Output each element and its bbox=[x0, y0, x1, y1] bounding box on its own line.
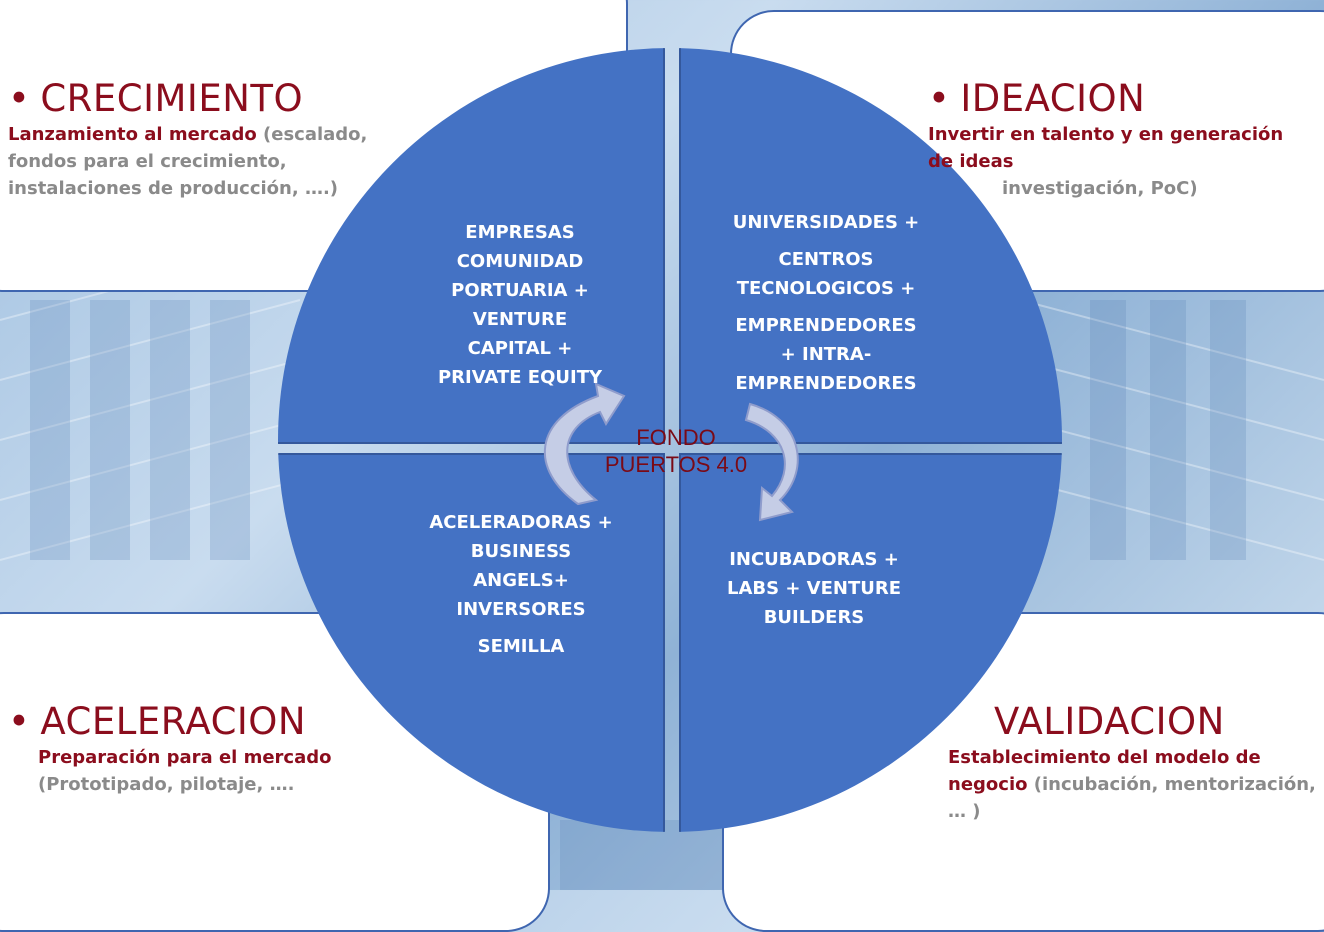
quadrant-line: COMUNIDAD bbox=[456, 251, 584, 272]
quadrant-line: CAPITAL + bbox=[467, 338, 573, 359]
port-background-image bbox=[30, 300, 1246, 890]
quadrant-line: ANGELS+ bbox=[473, 570, 569, 591]
quadrant-line: EMPRENDEDORES bbox=[735, 373, 917, 394]
aceleracion-detail: (Prototipado, pilotaje, …. bbox=[38, 774, 295, 795]
center-fund-label: FONDO PUERTOS 4.0 bbox=[566, 424, 786, 478]
quadrant-line: SEMILLA bbox=[477, 636, 565, 657]
validacion-title: VALIDACION bbox=[994, 700, 1225, 743]
quadrant-top-right-text: UNIVERSIDADES + CENTROS TECNOLOGICOS + E… bbox=[676, 208, 976, 398]
ideacion-title: IDEACION bbox=[960, 77, 1146, 120]
crecimiento-text: •CRECIMIENTO Lanzamiento al mercado (esc… bbox=[8, 77, 368, 199]
quadrant-line: EMPRENDEDORES bbox=[735, 315, 917, 336]
quadrant-line: INCUBADORAS + bbox=[729, 549, 899, 570]
validacion-text: VALIDACION Establecimiento del modelo de… bbox=[948, 700, 1318, 825]
validacion-lead: Establecimiento del modelo de negocio bbox=[948, 747, 1261, 795]
crecimiento-title: CRECIMIENTO bbox=[40, 77, 304, 120]
quadrant-line: UNIVERSIDADES + bbox=[732, 212, 920, 233]
quadrant-line: PRIVATE EQUITY bbox=[437, 367, 603, 388]
quadrant-line: EMPRESAS bbox=[465, 222, 575, 243]
quadrant-line: ACELERADORAS + bbox=[429, 512, 613, 533]
quadrant-line: + INTRA- bbox=[780, 344, 872, 365]
quadrant-line: CENTROS bbox=[778, 249, 874, 270]
quadrant-line: BUILDERS bbox=[763, 607, 865, 628]
quadrant-bottom-right-text: INCUBADORAS + LABS + VENTURE BUILDERS bbox=[684, 545, 944, 632]
quadrant-line: INVERSORES bbox=[456, 599, 586, 620]
ideacion-text: •IDEACION Invertir en talento y en gener… bbox=[928, 77, 1308, 202]
center-line-1: FONDO bbox=[636, 425, 716, 450]
quadrant-line: PORTUARIA + bbox=[451, 280, 589, 301]
crecimiento-lead: Lanzamiento al mercado bbox=[8, 124, 257, 145]
quadrant-bottom-left-text: ACELERADORAS + BUSINESS ANGELS+ INVERSOR… bbox=[398, 508, 644, 661]
cycle-arrow-left bbox=[543, 382, 626, 506]
aceleracion-title: ACELERACION bbox=[40, 700, 307, 743]
quadrant-line: TECNOLOGICOS + bbox=[736, 278, 916, 299]
quadrant-line: LABS + VENTURE bbox=[726, 578, 902, 599]
cycle-wheel bbox=[278, 48, 1062, 832]
validacion-detail: (incubación, mentorización, … ) bbox=[948, 774, 1316, 822]
quadrant-line: BUSINESS bbox=[470, 541, 572, 562]
ideacion-detail: investigación, PoC) bbox=[1002, 178, 1198, 199]
center-line-2: PUERTOS 4.0 bbox=[604, 452, 748, 477]
cycle-arrow-right bbox=[744, 402, 799, 522]
aceleracion-lead: Preparación para el mercado bbox=[38, 747, 332, 768]
crecimiento-detail: (escalado, fondos para el crecimiento, i… bbox=[8, 124, 368, 199]
quadrant-line: VENTURE bbox=[472, 309, 568, 330]
quadrant-top-left-text: EMPRESAS COMUNIDAD PORTUARIA + VENTURE C… bbox=[400, 218, 640, 392]
ideacion-lead: Invertir en talento y en generación de i… bbox=[928, 124, 1284, 172]
aceleracion-text: •ACELERACION Preparación para el mercado… bbox=[8, 700, 332, 795]
